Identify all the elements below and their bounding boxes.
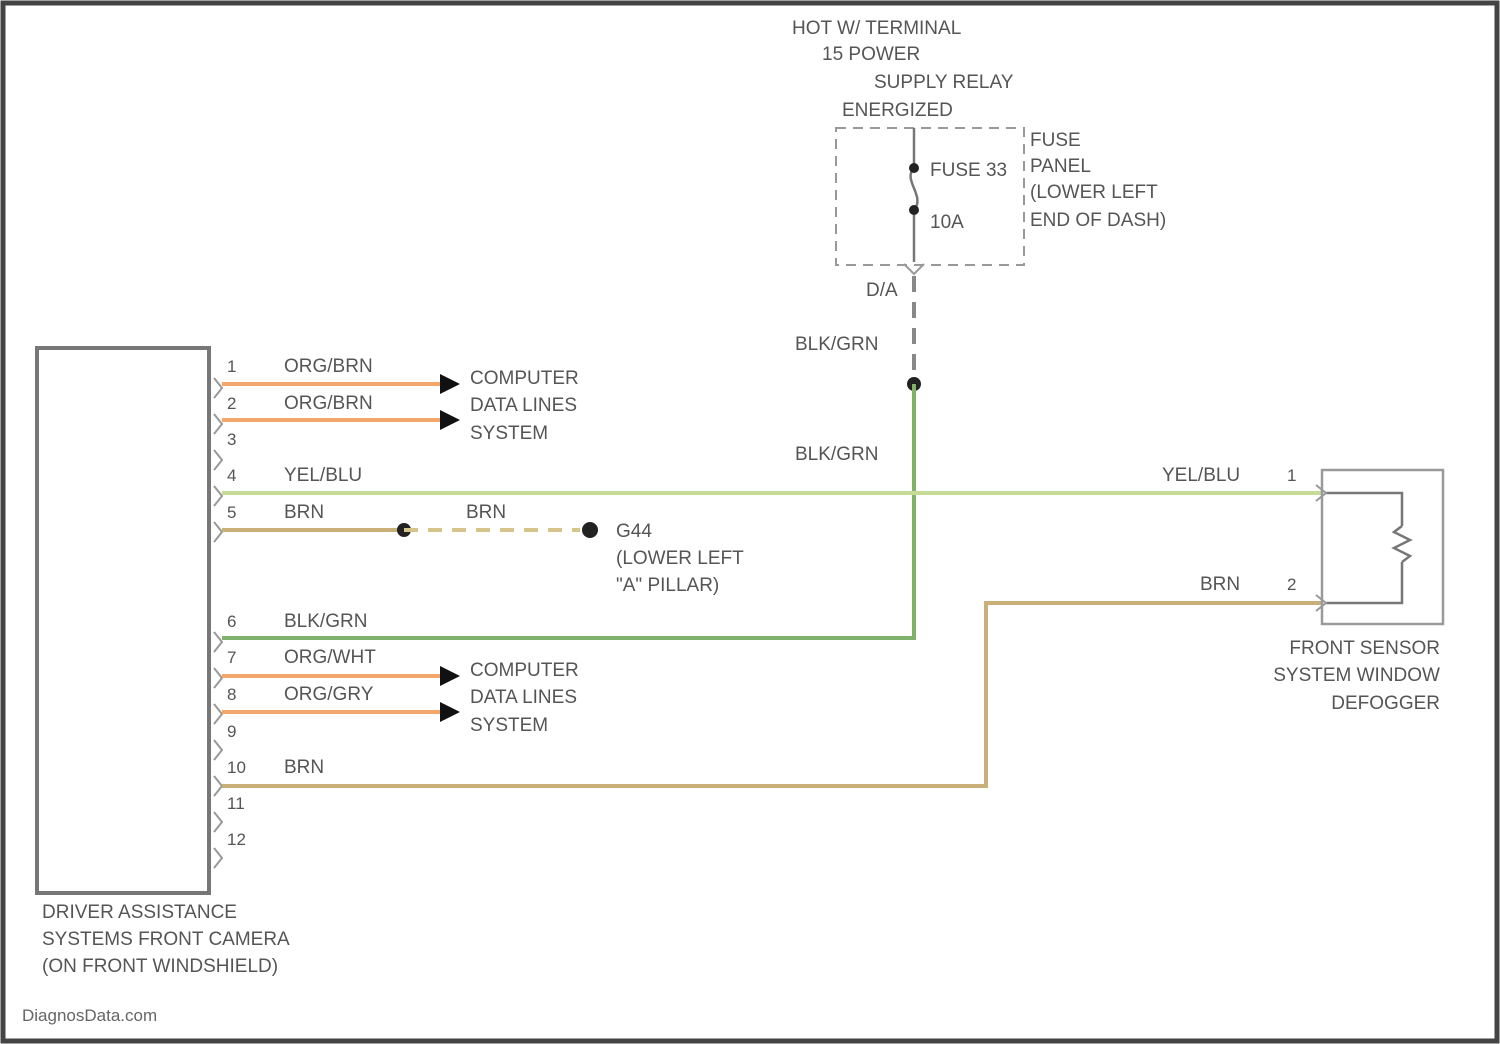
wire-label-defogger-pin2: BRN <box>1200 574 1240 595</box>
fuse-label: FUSE 33 <box>930 160 1007 181</box>
svg-text:4: 4 <box>227 466 236 485</box>
svg-text:SYSTEM: SYSTEM <box>470 715 548 736</box>
svg-text:8: 8 <box>227 685 236 704</box>
defogger-pin1-number: 1 <box>1287 466 1296 485</box>
svg-text:10: 10 <box>227 758 246 777</box>
svg-text:7: 7 <box>227 648 236 667</box>
svg-text:PANEL: PANEL <box>1030 156 1091 177</box>
svg-text:12: 12 <box>227 830 246 849</box>
svg-text:DRIVER ASSISTANCE: DRIVER ASSISTANCE <box>42 902 237 923</box>
svg-text:9: 9 <box>227 722 236 741</box>
wire-label-pin6: BLK/GRN <box>284 611 367 632</box>
wire-label-blk-grn-upper: BLK/GRN <box>795 334 878 355</box>
svg-text:(LOWER LEFT: (LOWER LEFT <box>616 548 744 569</box>
diagram-frame <box>3 3 1497 1041</box>
wire-label-pin10: BRN <box>284 757 324 778</box>
svg-text:HOT W/ TERMINAL: HOT W/ TERMINAL <box>792 18 961 39</box>
svg-text:3: 3 <box>227 430 236 449</box>
svg-text:11: 11 <box>227 794 245 813</box>
svg-text:ENERGIZED: ENERGIZED <box>842 100 953 121</box>
wire-label-pin5: BRN <box>284 502 324 523</box>
svg-text:END OF DASH): END OF DASH) <box>1030 210 1166 231</box>
svg-text:2: 2 <box>227 394 236 413</box>
svg-text:"A" PILLAR): "A" PILLAR) <box>616 575 719 596</box>
svg-text:FRONT SENSOR: FRONT SENSOR <box>1289 638 1440 659</box>
svg-text:SUPPLY RELAY: SUPPLY RELAY <box>874 72 1014 93</box>
svg-text:6: 6 <box>227 612 236 631</box>
wire-label-pin4: YEL/BLU <box>284 465 362 486</box>
watermark: DiagnosData.com <box>22 1006 157 1025</box>
ground-g44-symbol <box>582 522 598 538</box>
svg-text:COMPUTER: COMPUTER <box>470 660 579 681</box>
svg-text:G44: G44 <box>616 521 652 542</box>
svg-text:SYSTEM: SYSTEM <box>470 423 548 444</box>
wire-label-blk-grn-lower: BLK/GRN <box>795 444 878 465</box>
svg-text:COMPUTER: COMPUTER <box>470 368 579 389</box>
svg-text:SYSTEMS FRONT CAMERA: SYSTEMS FRONT CAMERA <box>42 929 290 950</box>
wire-label-pin8: ORG/GRY <box>284 684 374 705</box>
svg-text:15 POWER: 15 POWER <box>822 44 920 65</box>
svg-text:(LOWER LEFT: (LOWER LEFT <box>1030 182 1158 203</box>
defogger-pin2-number: 2 <box>1287 575 1296 594</box>
camera-module <box>37 348 209 893</box>
svg-text:5: 5 <box>227 503 236 522</box>
svg-text:DEFOGGER: DEFOGGER <box>1331 693 1440 714</box>
wire-label-pin1: ORG/BRN <box>284 356 373 377</box>
wire-label-pin7: ORG/WHT <box>284 647 376 668</box>
fuse-terminal-bottom <box>909 205 919 215</box>
svg-text:SYSTEM WINDOW: SYSTEM WINDOW <box>1273 665 1440 686</box>
wire-label-defogger-pin1: YEL/BLU <box>1162 465 1240 486</box>
svg-text:DATA LINES: DATA LINES <box>470 687 577 708</box>
svg-text:(ON FRONT WINDSHIELD): (ON FRONT WINDSHIELD) <box>42 956 278 977</box>
wire-label-pin2: ORG/BRN <box>284 393 373 414</box>
wire-label-pin5-ground: BRN <box>466 502 506 523</box>
svg-text:1: 1 <box>227 357 236 376</box>
svg-text:DATA LINES: DATA LINES <box>470 395 577 416</box>
fuse-rating: 10A <box>930 212 964 233</box>
connector-da-label: D/A <box>866 280 898 301</box>
fuse-terminal-top <box>909 163 919 173</box>
svg-text:FUSE: FUSE <box>1030 130 1081 151</box>
